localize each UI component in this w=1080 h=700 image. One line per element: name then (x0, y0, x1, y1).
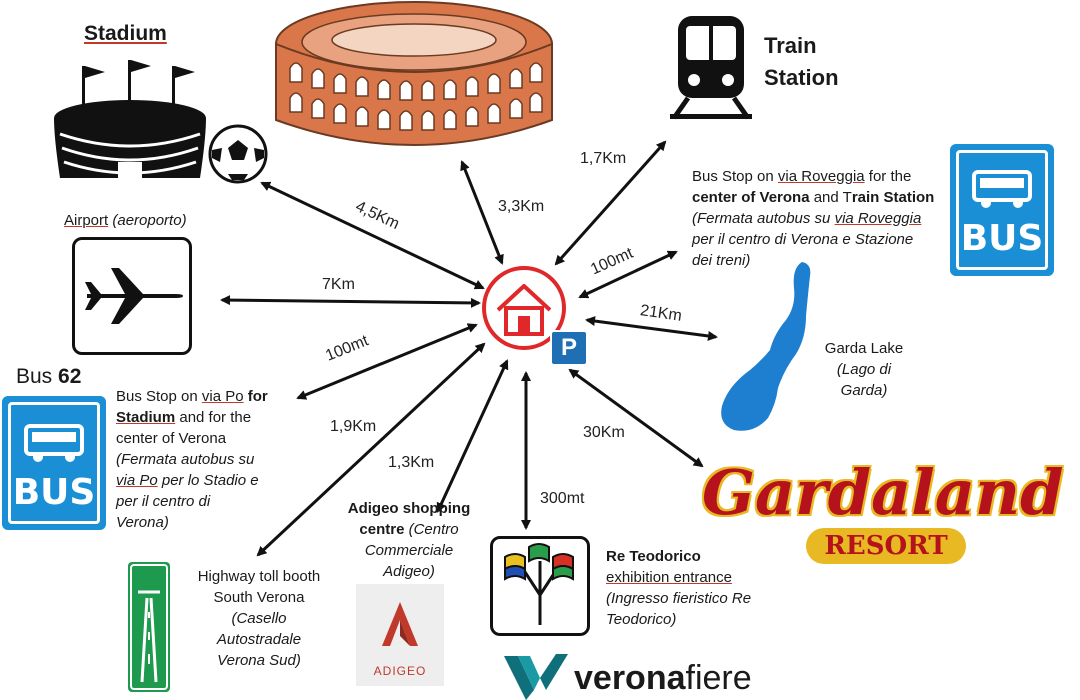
arrow-airport (220, 295, 481, 308)
arrow-arena (460, 160, 504, 265)
motorway-icon (130, 564, 168, 690)
distance-highway: 1,9Km (330, 418, 377, 435)
veronafiere-brand-a: verona (574, 659, 686, 697)
gardaland-sub: RESORT (806, 528, 966, 564)
veronafiere-brand-b: fiere (685, 659, 752, 697)
adigeo-logo-text: ADIGEO (373, 664, 427, 678)
airport-label: Airport (aeroporto) (64, 212, 187, 229)
stadium-icon (54, 60, 268, 184)
veronafiere-logo: veronafiere (500, 650, 780, 700)
distance-arena: 3,3Km (498, 198, 545, 215)
arrow-gardaland (568, 368, 704, 468)
teodorico-icon (490, 536, 590, 636)
train-title: Train Station (764, 33, 839, 90)
highway-icon (128, 562, 170, 692)
veronafiere-mark-icon (504, 654, 568, 700)
home-location: P (478, 262, 590, 366)
parking-icon: P (550, 330, 588, 366)
highway-label: Highway toll booth South Verona (Casello… (197, 568, 321, 669)
airport-icon (72, 237, 192, 355)
arena-icon (275, 1, 553, 146)
teodorico-label: Re Teodorico exhibition entrance (Ingres… (606, 548, 752, 628)
bus-icon (972, 170, 1032, 208)
adigeo-mark-icon (382, 602, 418, 646)
bus-po-text: Bus Stop on via Po for Stadium and for t… (116, 388, 268, 531)
arrow-train (554, 140, 667, 266)
distance-airport: 7Km (322, 276, 355, 293)
adigeo-label: Adigeo shopping centre (Centro Commercia… (347, 500, 471, 580)
distance-train: 1,7Km (580, 150, 627, 167)
adigeo-logo: ADIGEO (356, 584, 444, 686)
arrow-bus-roveggia (578, 250, 678, 299)
arrow-bus-po (296, 323, 478, 400)
distance-teodorico: 300mt (540, 490, 585, 507)
train-icon (670, 16, 752, 120)
arrow-stadium (260, 181, 485, 290)
gardaland-logo: Gardaland RESORT (696, 456, 1066, 576)
garda-label: Garda Lake (Lago di Garda) (824, 340, 904, 399)
plane-icon (85, 268, 183, 324)
arrow-adigeo (436, 359, 509, 513)
lake-icon (721, 262, 811, 431)
home-icon (482, 266, 566, 350)
flags-icon (504, 543, 574, 625)
gardaland-brand: Gardaland (702, 456, 1064, 529)
distance-gardaland: 30Km (583, 424, 625, 441)
bus62-title: Bus 62 (16, 365, 82, 388)
bus-roveggia-text: Bus Stop on via Roveggia for the center … (692, 168, 935, 269)
distance-adigeo: 1,3Km (388, 454, 435, 471)
bus-sign-roveggia: BUS (950, 144, 1054, 276)
bus-sign-62: BUS (2, 396, 106, 530)
arrow-garda (585, 316, 718, 341)
stadium-title: Stadium (84, 22, 167, 45)
bus-icon (24, 424, 84, 462)
